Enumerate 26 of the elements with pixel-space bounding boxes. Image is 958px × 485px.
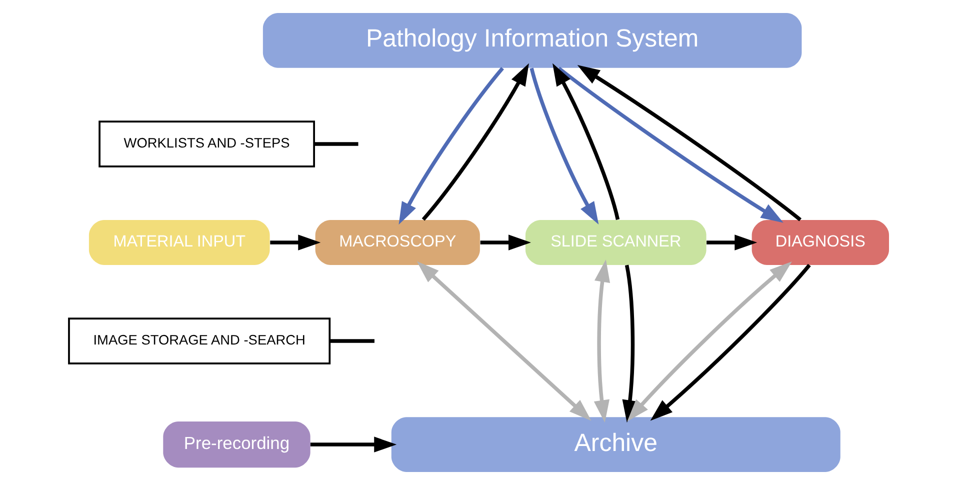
connector (314, 142, 358, 146)
arrow (416, 261, 592, 421)
node-box: SLIDE SCANNER (525, 220, 706, 265)
arrow (627, 261, 792, 422)
node-box: WORKLISTS AND -STEPS (98, 120, 315, 168)
arrow (558, 66, 784, 223)
node-box: IMAGE STORAGE AND -SEARCH (68, 318, 331, 364)
arrow (577, 65, 802, 222)
arrow (422, 63, 529, 221)
node-box: MACROSCOPY (315, 220, 480, 265)
arrow (552, 63, 620, 220)
node-box: DIAGNOSIS (752, 220, 889, 265)
node-box: MATERIAL INPUT (88, 220, 270, 265)
arrow (650, 264, 811, 421)
node-box: Archive (391, 417, 840, 472)
connector (330, 339, 374, 343)
arrow (530, 68, 599, 224)
node-box: Pre-recording (163, 421, 310, 468)
arrow (398, 67, 504, 225)
arrow (594, 260, 610, 423)
node-box: Pathology Information System (262, 13, 802, 68)
arrow (622, 264, 638, 423)
arrow (310, 436, 397, 452)
arrow (270, 234, 321, 250)
arrow (480, 234, 531, 250)
arrow (706, 234, 758, 250)
